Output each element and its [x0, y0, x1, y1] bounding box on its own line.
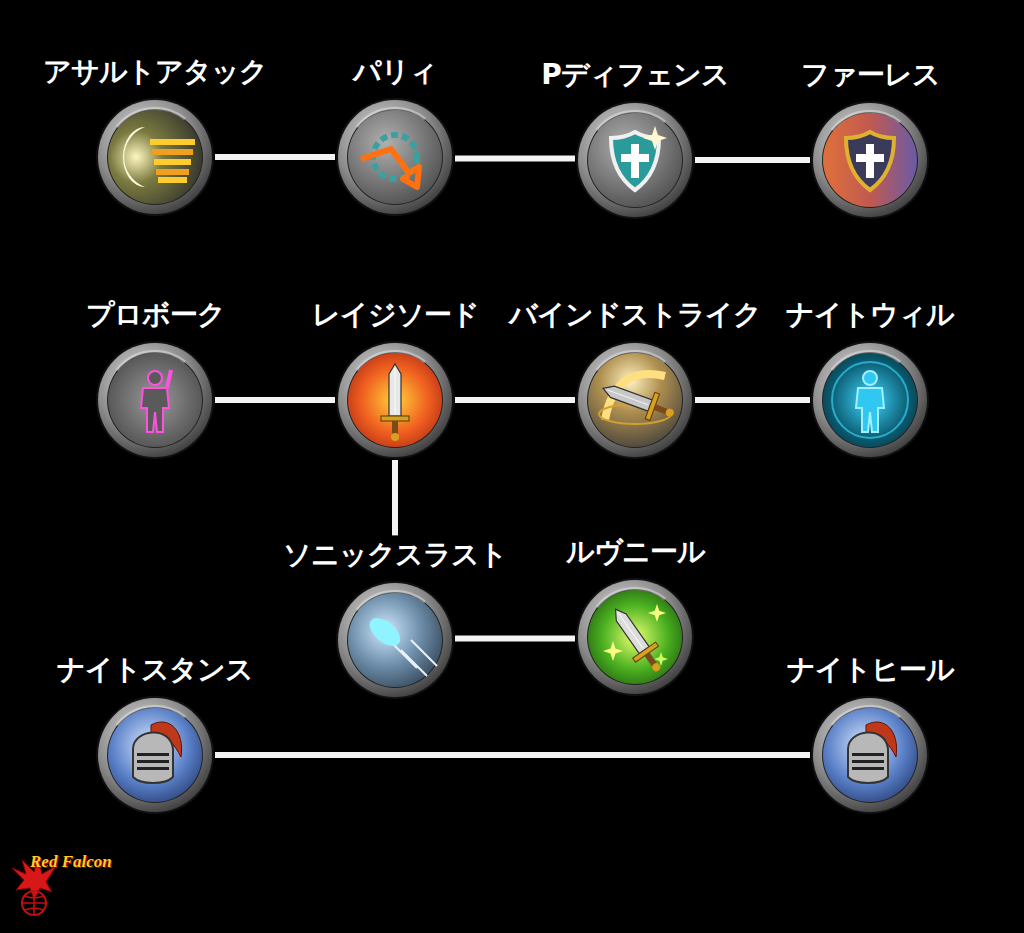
skill-link	[695, 157, 810, 163]
skill-node: レイジソード	[308, 298, 483, 460]
skill-name: ソニックスラスト	[283, 538, 507, 572]
skill-icon	[575, 100, 695, 220]
skill-name: ルヴニール	[566, 535, 705, 569]
skill-node: アサルトアタック	[39, 55, 271, 217]
skill-node: プロボーク	[82, 298, 229, 460]
icon-art	[95, 340, 215, 460]
skill-node: ナイトスタンス	[53, 653, 257, 815]
skill-link	[392, 460, 398, 535]
icon-art	[810, 340, 930, 460]
skill-node: Pディフェンス	[537, 58, 733, 220]
skill-icon	[575, 340, 695, 460]
icon-art	[575, 340, 695, 460]
skill-icon	[95, 97, 215, 217]
skill-node: ファーレス	[797, 58, 944, 220]
icon-art	[575, 577, 695, 697]
skill-link	[215, 154, 335, 160]
skill-name: レイジソード	[312, 298, 479, 332]
skill-icon	[95, 340, 215, 460]
skill-name: パリィ	[353, 55, 437, 89]
icon-art	[95, 97, 215, 217]
skill-name: Pディフェンス	[541, 58, 729, 92]
skill-node: ナイトヒール	[783, 653, 958, 815]
skill-link	[455, 156, 575, 162]
skill-link	[215, 752, 810, 758]
skill-node: ルヴニール	[562, 535, 709, 697]
skill-link	[455, 636, 575, 642]
skill-node: パリィ	[331, 55, 459, 217]
icon-art	[810, 100, 930, 220]
skill-icon	[575, 577, 695, 697]
skill-name: ナイトヒール	[787, 653, 954, 687]
skill-icon	[335, 340, 455, 460]
skill-node: ナイトウィル	[782, 298, 958, 460]
watermark: Red Falcon	[30, 852, 112, 872]
icon-art	[810, 695, 930, 815]
icon-art	[335, 580, 455, 700]
skill-icon	[810, 100, 930, 220]
skill-name: ナイトウィル	[786, 298, 954, 332]
skill-name: ファーレス	[801, 58, 940, 92]
skill-icon	[335, 97, 455, 217]
icon-art	[575, 100, 695, 220]
skill-node: ソニックスラスト	[279, 538, 511, 700]
icon-art	[335, 340, 455, 460]
icon-art	[335, 97, 455, 217]
skill-name: ナイトスタンス	[57, 653, 253, 687]
skill-icon	[810, 340, 930, 460]
skill-name: アサルトアタック	[43, 55, 267, 89]
skill-link	[215, 397, 335, 403]
skill-icon	[95, 695, 215, 815]
skill-link	[695, 397, 810, 403]
icon-art	[95, 695, 215, 815]
skill-name: プロボーク	[86, 298, 225, 332]
skill-name: バインドストライク	[509, 298, 761, 332]
skill-node: バインドストライク	[505, 298, 765, 460]
skill-icon	[810, 695, 930, 815]
skill-link	[455, 397, 575, 403]
skill-icon	[335, 580, 455, 700]
